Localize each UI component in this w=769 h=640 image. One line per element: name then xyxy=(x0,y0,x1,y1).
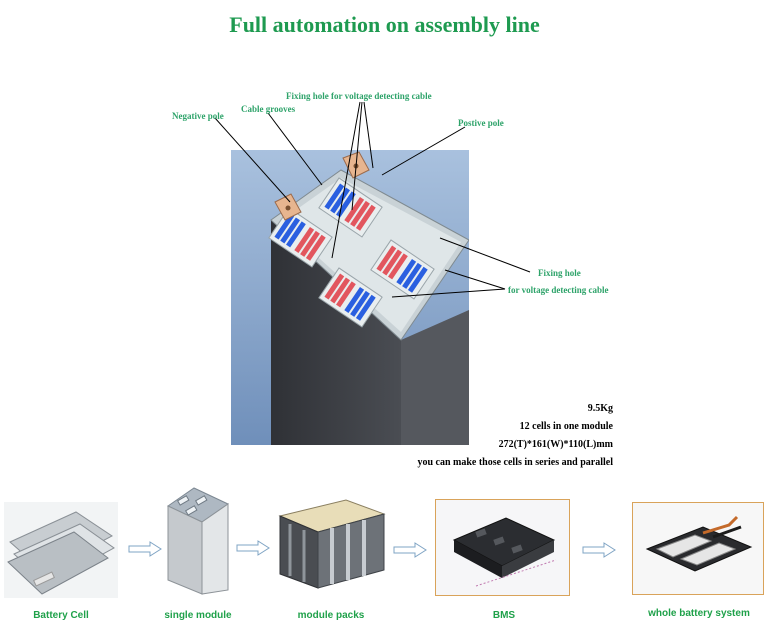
arrow-right-icon xyxy=(236,540,270,556)
flow-label-whole-battery-system: whole battery system xyxy=(648,608,750,619)
cable-grooves-label: Cable grooves xyxy=(241,104,296,114)
fixing-hole-right-label: Fixing hole xyxy=(538,268,581,278)
arrow-right-icon xyxy=(393,542,427,558)
positive-pole-label: Postive pole xyxy=(458,118,504,128)
bms-image xyxy=(435,499,570,596)
flow-label-battery-cell: Battery Cell xyxy=(33,610,89,621)
module-packs-image xyxy=(276,496,388,592)
spec-cells: 12 cells in one module xyxy=(519,421,613,432)
arrow-right-icon xyxy=(582,542,616,558)
spec-weight: 9.5Kg xyxy=(587,403,613,414)
flow-label-module-packs: module packs xyxy=(297,610,365,621)
spec-dimensions: 272(T)*161(W)*110(L)mm xyxy=(498,439,613,450)
flow-label-bms: BMS xyxy=(492,610,516,621)
arrow-right-icon xyxy=(128,541,162,557)
negative-pole-label: Negative pole xyxy=(172,111,224,121)
fixing-hole-top-label: Fixing hole for voltage detecting cable xyxy=(286,91,432,101)
battery-cell-image xyxy=(4,502,118,598)
flow-label-single-module: single module xyxy=(164,610,232,621)
single-module-image xyxy=(164,484,232,596)
whole-battery-system-image xyxy=(632,502,764,595)
fixing-hole-right-sublabel: for voltage detecting cable xyxy=(508,285,609,295)
module-specs: 9.5Kg 12 cells in one module 272(T)*161(… xyxy=(417,400,613,472)
spec-note: you can make those cells in series and p… xyxy=(417,457,613,468)
page-title: Full automation on assembly line xyxy=(229,12,540,37)
